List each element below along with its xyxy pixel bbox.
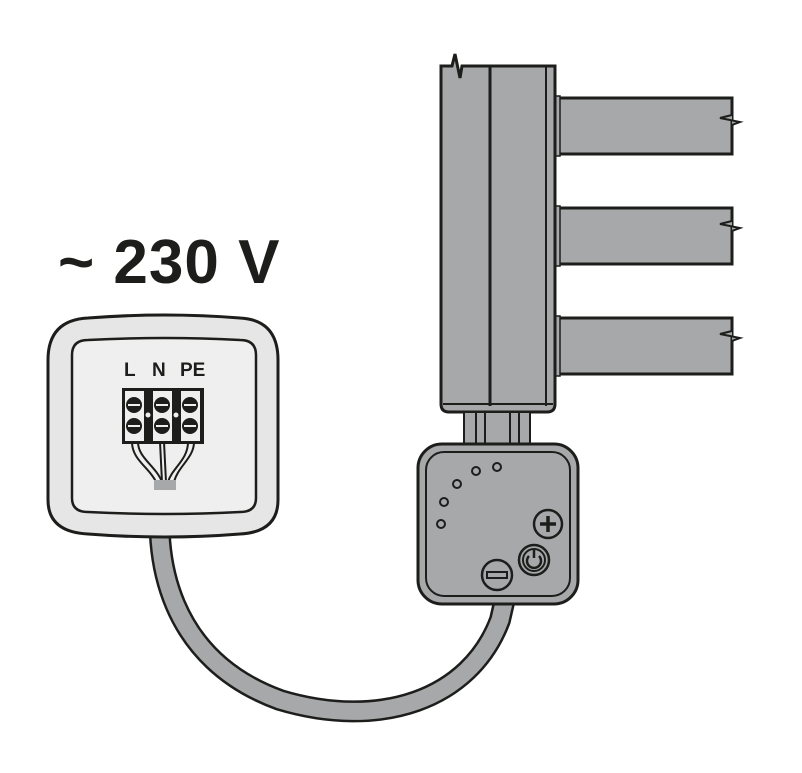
led-icon: [492, 462, 502, 472]
plus-icon: [540, 516, 556, 532]
power-button[interactable]: [517, 543, 551, 577]
wall-socket: L N PE: [46, 313, 280, 539]
led-icon: [439, 497, 449, 507]
terminal-label-n: N: [152, 360, 166, 381]
heating-element: [439, 53, 744, 414]
heating-rail: [554, 96, 744, 156]
terminal-label-pe: PE: [180, 360, 205, 381]
controller: [416, 442, 580, 606]
indicator-leds: [436, 462, 502, 529]
plus-button[interactable]: [532, 508, 564, 540]
connector-stem: [463, 411, 531, 447]
minus-icon: [486, 571, 508, 579]
led-icon: [471, 466, 481, 476]
heating-rail: [554, 316, 744, 376]
heating-rail: [554, 206, 744, 266]
terminal-label-l: L: [124, 360, 136, 381]
led-icon: [436, 519, 446, 529]
power-cable: [148, 476, 516, 723]
terminal-block: [122, 388, 204, 444]
led-icon: [452, 479, 462, 489]
voltage-label: ~ 230 V: [58, 228, 281, 297]
minus-button[interactable]: [480, 558, 514, 592]
socket-wires: [131, 441, 195, 483]
power-icon: [525, 550, 543, 570]
